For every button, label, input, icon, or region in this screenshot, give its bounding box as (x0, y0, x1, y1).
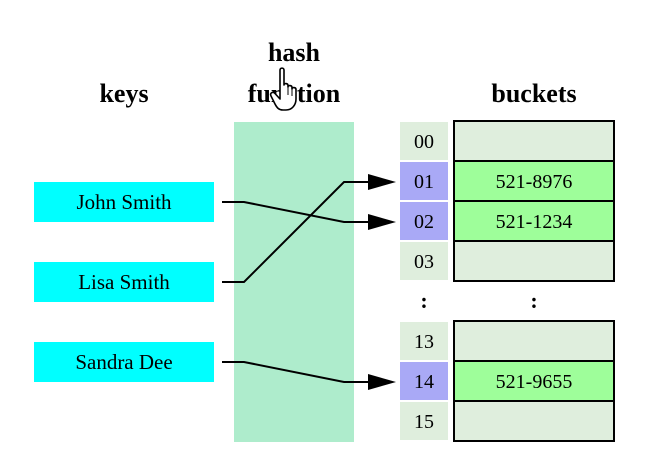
key-label: Lisa Smith (78, 270, 170, 294)
bucket-row-02: 02 521-1234 (400, 200, 615, 242)
bucket-value-cell (453, 240, 615, 282)
bucket-index: 13 (414, 331, 434, 353)
bucket-index: 00 (414, 131, 434, 153)
hand-pointer-icon (269, 67, 297, 111)
value-ellipsis: : (530, 288, 537, 313)
bucket-index: 01 (414, 171, 434, 193)
arrow-lisa-smith-to-01 (222, 181, 368, 283)
bucket-index-cell (400, 322, 448, 360)
key-sandra-dee: Sandra Dee (34, 342, 214, 382)
arrowhead-14 (368, 374, 396, 390)
arrow-john-smith-to-02 (222, 201, 368, 223)
bucket-row-14: 14 521-9655 (400, 360, 615, 402)
bucket-index: 03 (414, 251, 434, 273)
bucket-value-cell (453, 200, 615, 242)
bucket-index-cell (400, 242, 448, 280)
bucket-index-cell (400, 362, 448, 400)
arrowhead-01 (368, 174, 396, 190)
arrowhead-02 (368, 214, 396, 230)
hash-heading-line1: hash (268, 38, 321, 67)
key-label: Sandra Dee (75, 350, 172, 374)
arrow-sandra-dee-to-14 (222, 361, 368, 383)
bucket-index: 14 (414, 371, 434, 393)
keys-heading: keys (99, 79, 148, 108)
bucket-value-cell (453, 120, 615, 162)
key-lisa-smith: Lisa Smith (34, 262, 214, 302)
bucket-value-cell (453, 320, 615, 362)
key-box (34, 262, 214, 302)
key-john-smith: John Smith (34, 182, 214, 222)
bucket-index: 02 (414, 211, 434, 233)
hash-function-band (234, 122, 354, 442)
index-ellipsis: : (420, 288, 427, 313)
bucket-value: 521-1234 (496, 211, 573, 233)
bucket-index-cell (400, 162, 448, 200)
key-box (34, 342, 214, 382)
bucket-row-00: 00 (400, 120, 615, 162)
bucket-index-cell (400, 202, 448, 240)
key-label: John Smith (76, 190, 172, 214)
bucket-row-15: 15 (400, 400, 615, 442)
bucket-row-13: 13 (400, 320, 615, 362)
bucket-value-cell (453, 400, 615, 442)
buckets-heading: buckets (491, 79, 576, 108)
bucket-index-cell (400, 122, 448, 160)
bucket-value-cell (453, 160, 615, 202)
bucket-value: 521-9655 (496, 371, 573, 393)
bucket-index-cell (400, 402, 448, 440)
bucket-index: 15 (414, 411, 434, 433)
bucket-row-01: 01 521-8976 (400, 160, 615, 202)
bucket-value: 521-8976 (496, 171, 573, 193)
bucket-row-03: 03 (400, 240, 615, 282)
key-box (34, 182, 214, 222)
